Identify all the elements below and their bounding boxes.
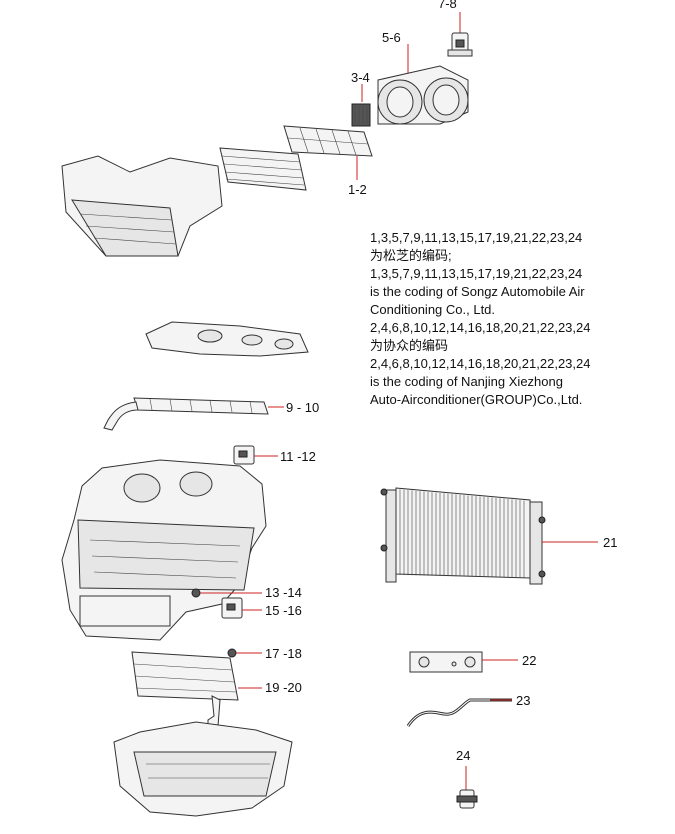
callout-23: 23 xyxy=(516,693,531,708)
part-3-4-resistor xyxy=(351,84,371,127)
hvac-main-case xyxy=(61,459,267,641)
part-17-18-nut xyxy=(227,648,262,658)
distribution-duct xyxy=(145,321,309,357)
note-line: is the coding of Nanjing Xiezhong xyxy=(370,374,563,389)
note-line: 2,4,6,8,10,12,14,16,18,20,21,22,23,24 xyxy=(370,320,591,335)
callout-7-8: 7-8 xyxy=(438,0,457,11)
note-line: 为协众的编码 xyxy=(370,338,449,353)
callout-3-4: 3-4 xyxy=(351,70,370,85)
part-1-2-filter xyxy=(283,125,373,180)
note-line: 2,4,6,8,10,12,14,16,18,20,21,22,23,24 xyxy=(370,356,591,371)
part-9-10-heater-core xyxy=(103,397,284,431)
part-11-12-actuator xyxy=(233,445,278,465)
lower-case xyxy=(113,721,293,817)
callout-19-20: 19 -20 xyxy=(265,680,302,695)
supplier-coding-notes: 1,3,5,7,9,11,13,15,17,19,21,22,23,24 为松芝… xyxy=(370,229,670,409)
callout-15-16: 15 -16 xyxy=(265,603,302,618)
callout-22: 22 xyxy=(522,653,537,668)
part-23-pipe xyxy=(406,698,512,727)
callout-9-10: 9 - 10 xyxy=(286,400,320,415)
note-line: is the coding of Songz Automobile Air xyxy=(370,284,585,299)
part-24-valve xyxy=(456,766,478,809)
callout-13-14: 13 -14 xyxy=(265,585,302,600)
callout-21: 21 xyxy=(603,535,618,550)
note-line: Auto-Airconditioner(GROUP)Co.,Ltd. xyxy=(370,392,583,407)
note-line: 1,3,5,7,9,11,13,15,17,19,21,22,23,24 xyxy=(370,266,583,281)
callout-5-6: 5-6 xyxy=(382,30,401,45)
callout-11-12: 11 -12 xyxy=(280,449,316,464)
callout-1-2: 1-2 xyxy=(348,182,367,197)
part-5-6-blower-motor xyxy=(377,44,469,125)
part-13-14-grommet xyxy=(191,588,262,598)
note-line: Conditioning Co., Ltd. xyxy=(370,302,496,317)
part-19-20-evaporator xyxy=(131,651,262,727)
note-line: 为松芝的编码; xyxy=(370,248,452,263)
part-22-bracket xyxy=(409,651,518,673)
part-7-8-actuator xyxy=(447,12,473,57)
callout-17-18: 17 -18 xyxy=(265,646,302,661)
part-21-condenser xyxy=(380,487,598,585)
part-15-16-actuator xyxy=(221,597,262,619)
intake-housing xyxy=(61,155,223,257)
note-line: 1,3,5,7,9,11,13,15,17,19,21,22,23,24 xyxy=(370,230,583,245)
intake-grille xyxy=(219,147,307,191)
callout-24: 24 xyxy=(456,748,471,763)
